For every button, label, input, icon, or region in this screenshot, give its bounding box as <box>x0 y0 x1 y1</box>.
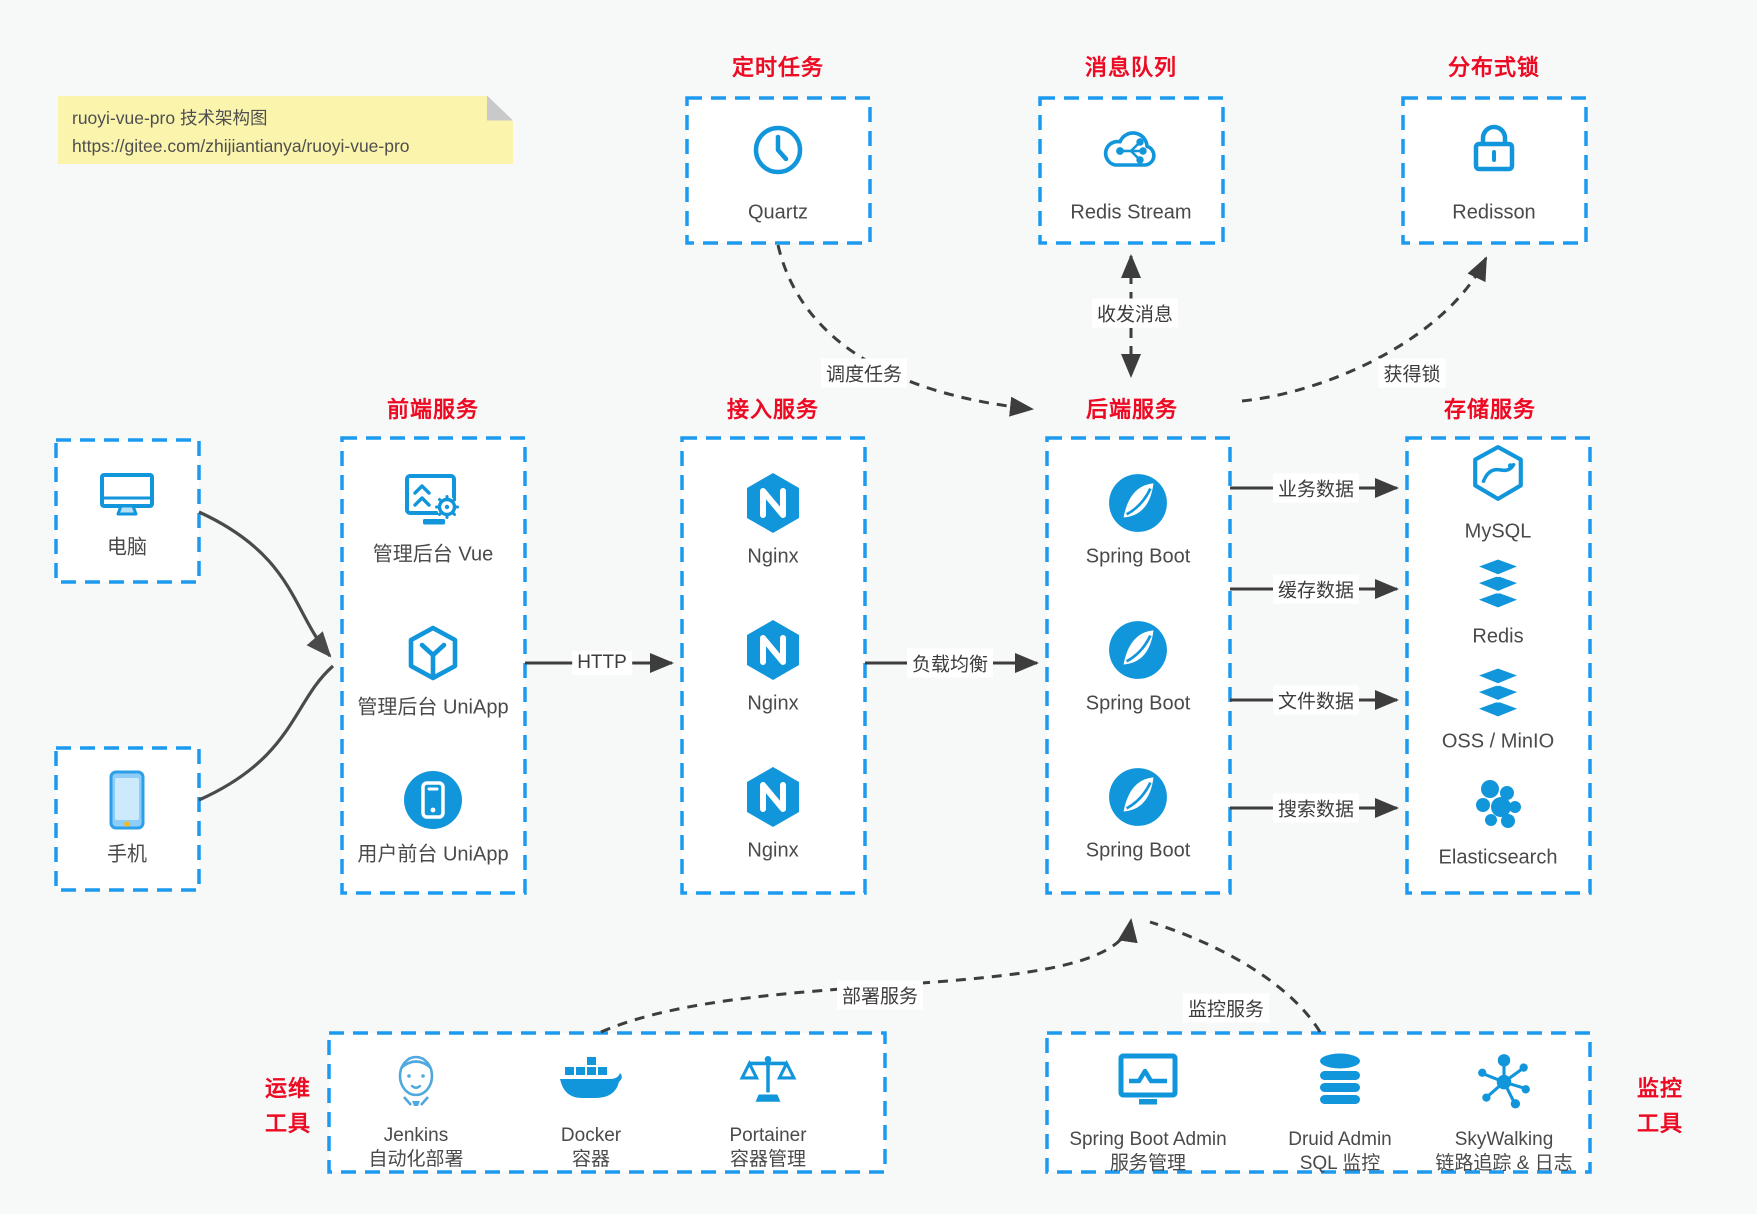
jenkins-desc: 自动化部署 <box>368 1149 464 1171</box>
elasticsearch-label: Elasticsearch <box>1438 846 1558 869</box>
spring-boot-admin-desc: 服务管理 <box>1109 1153 1187 1175</box>
docker-desc: 容器 <box>571 1149 611 1171</box>
database-icon <box>1320 1053 1360 1104</box>
monitor-line <box>1149 920 1322 1033</box>
quartz-label: Quartz <box>747 201 809 224</box>
nginx-icon <box>747 620 799 680</box>
redisson-label: Redisson <box>1452 201 1536 224</box>
spring-icon <box>1109 621 1167 679</box>
mysql-icon <box>1473 445 1523 501</box>
lock-icon <box>1473 124 1515 172</box>
pc-to-frontend-line <box>198 510 332 658</box>
skywalking-desc: 链路追踪 & 日志 <box>1435 1153 1573 1175</box>
jenkins-label: Jenkins <box>383 1125 449 1147</box>
column-title-frontend: 前端服务 <box>386 397 480 422</box>
admin-vue-label: 管理后台 Vue <box>372 543 494 566</box>
druid-admin-desc: SQL 监控 <box>1299 1153 1381 1175</box>
portainer-scales-icon <box>739 1055 797 1102</box>
docker-icon <box>560 1057 622 1098</box>
edge-label-search-data: 搜索数据 <box>1272 793 1360 823</box>
mobile-label: 手机 <box>107 843 147 866</box>
mobile-to-frontend-line <box>198 664 335 802</box>
group-title-lock: 分布式锁 <box>1447 55 1541 80</box>
group-title-scheduler: 定时任务 <box>731 55 825 80</box>
monitoring-side-title: 监控 工具 <box>1636 1075 1684 1136</box>
nginx-label: Nginx <box>747 839 799 862</box>
redis-stream-label: Redis Stream <box>1070 201 1192 224</box>
edge-label-cache-data: 缓存数据 <box>1272 574 1360 604</box>
note-url: https://gitee.com/zhijiantianya/ruoyi-vu… <box>72 136 410 156</box>
note-fold-icon <box>487 96 513 122</box>
sticky-note: ruoyi-vue-pro 技术架构图 https://gitee.com/zh… <box>58 96 513 164</box>
admin-uniapp-label: 管理后台 UniApp <box>357 696 509 719</box>
edge-label-monitor: 监控服务 <box>1182 993 1270 1023</box>
edge-label-lock: 获得锁 <box>1378 358 1446 388</box>
edge-label-schedule: 调度任务 <box>820 358 908 388</box>
edge-label-deploy: 部署服务 <box>836 980 924 1010</box>
column-title-storage: 存储服务 <box>1443 397 1537 422</box>
mq-box <box>1038 96 1225 245</box>
nginx-icon <box>747 473 799 533</box>
pc-label: 电脑 <box>107 536 147 559</box>
oss-minio-label: OSS / MinIO <box>1441 730 1555 753</box>
phone-icon <box>109 770 145 830</box>
spring-boot-label: Spring Boot <box>1085 692 1191 715</box>
storage-box <box>1405 436 1592 895</box>
nginx-icon <box>747 767 799 827</box>
desktop-icon <box>100 473 154 516</box>
lock-arrow <box>1241 256 1488 403</box>
redis-label: Redis <box>1472 625 1524 648</box>
skywalking-label: SkyWalking <box>1454 1129 1554 1151</box>
elasticsearch-icon <box>1476 780 1521 828</box>
edge-label-biz-data: 业务数据 <box>1272 473 1360 503</box>
spring-boot-admin-label: Spring Boot Admin <box>1069 1129 1227 1151</box>
edge-label-http: HTTP <box>572 651 632 675</box>
spring-boot-label: Spring Boot <box>1085 545 1191 568</box>
portainer-label: Portainer <box>729 1125 807 1147</box>
spring-boot-label: Spring Boot <box>1085 839 1191 862</box>
nginx-label: Nginx <box>747 545 799 568</box>
nginx-label: Nginx <box>747 692 799 715</box>
portainer-desc: 容器管理 <box>729 1149 807 1171</box>
monitor-pulse-icon <box>1118 1053 1178 1105</box>
mysql-label: MySQL <box>1464 520 1532 543</box>
deploy-arrow <box>600 918 1138 1034</box>
cloud-circuit-icon <box>1103 131 1156 167</box>
group-title-mq: 消息队列 <box>1084 55 1178 80</box>
network-nodes-icon <box>1478 1054 1530 1109</box>
redis-stack-icon <box>1473 556 1523 610</box>
druid-admin-label: Druid Admin <box>1288 1129 1392 1151</box>
clock-icon <box>753 125 803 175</box>
oss-stack-icon <box>1473 665 1523 719</box>
note-title: ruoyi-vue-pro 技术架构图 <box>72 108 268 128</box>
spring-icon <box>1109 474 1167 532</box>
user-uniapp-label: 用户前台 UniApp <box>357 843 509 866</box>
spring-icon <box>1109 768 1167 826</box>
column-title-backend: 后端服务 <box>1085 397 1179 422</box>
edge-label-message: 收发消息 <box>1091 298 1179 328</box>
admin-vue-icon <box>405 474 459 525</box>
user-app-icon <box>404 771 462 829</box>
edge-label-file-data: 文件数据 <box>1272 685 1360 715</box>
docker-label: Docker <box>560 1125 622 1147</box>
edge-label-load-balance: 负载均衡 <box>906 648 994 678</box>
jenkins-icon <box>398 1055 434 1106</box>
uniapp-cube-icon <box>408 625 458 681</box>
column-title-access: 接入服务 <box>726 397 820 422</box>
ops-side-title: 运维 工具 <box>264 1075 312 1136</box>
